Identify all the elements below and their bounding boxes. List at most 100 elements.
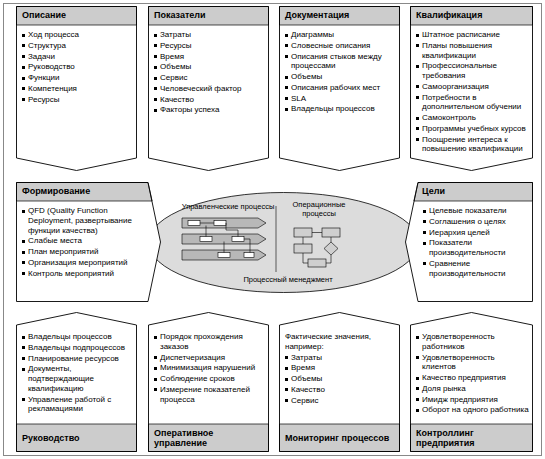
bullet-mark: [154, 336, 157, 339]
bullet-mark: [154, 378, 157, 381]
list-item: Программы учебных курсов: [413, 124, 530, 134]
list-item: Самоорганизация: [413, 82, 530, 92]
item-list: QFD (Quality Function Deployment, развер…: [19, 206, 145, 279]
box-heading: Документация: [285, 6, 349, 25]
list-item: Ресурсы: [151, 41, 266, 51]
item-list: Целевые показателиСоглашения о целяхИера…: [420, 206, 530, 279]
bullet-mark: [416, 398, 419, 401]
bullet-mark: [154, 109, 157, 112]
bullet-mark: [423, 210, 426, 213]
item-text: Минимизация нарушений: [160, 363, 255, 372]
box-fill: [280, 7, 400, 171]
list-item: Описания стыков между процессами: [282, 52, 397, 72]
bullet-mark: [416, 387, 419, 390]
item-text: Сервис: [160, 73, 187, 82]
bullet-mark: [22, 398, 25, 401]
bullet-mark: [22, 336, 25, 339]
bullet-mark: [22, 55, 25, 58]
box-heading: Показатели: [154, 6, 206, 25]
list-item: Фактические значения, например:: [282, 332, 397, 352]
box-heading: Описание: [22, 6, 66, 25]
bullet-mark: [416, 138, 419, 141]
item-list: ЗатратыРесурсыВремяОбъемыСервисЧеловечес…: [151, 30, 266, 116]
item-text: Диаграммы: [291, 30, 334, 39]
item-list: Удовлетворенность работниковУдовлетворен…: [413, 332, 530, 416]
bullet-mark: [423, 262, 426, 265]
list-item: Качество предприятия: [413, 373, 530, 383]
bullet-mark: [416, 44, 419, 47]
list-item: Словесные описания: [282, 41, 397, 51]
ellipse-label: Управленческие процессы: [178, 202, 278, 211]
box-border: [149, 7, 269, 171]
bullet-mark: [154, 388, 157, 391]
item-text: Слабые места: [28, 236, 82, 245]
heading-band: [149, 7, 269, 26]
bullet-mark: [416, 409, 419, 412]
box-heading: Руководство: [22, 424, 133, 452]
bullet-mark: [285, 34, 288, 37]
item-text: Владельцы процессов: [291, 104, 375, 113]
item-text: Функции: [28, 73, 60, 82]
list-item: Измерение показателей процесса: [151, 385, 266, 405]
item-list: Штатное расписаниеПланы повышения квалиф…: [413, 30, 530, 155]
list-item: Сравнение производительности: [420, 259, 530, 279]
heading-band: [17, 7, 137, 26]
topic-box: РуководствоВладельцы процессовВладельцы …: [16, 312, 137, 452]
item-text: Соблюдение сроков: [160, 374, 235, 383]
list-item: Объемы: [282, 72, 397, 82]
list-item: Ход процесса: [19, 30, 134, 40]
item-list: Порядок прохождения заказовДиспетчеризац…: [151, 332, 266, 405]
list-item: Руководство: [19, 62, 134, 72]
box-heading: Квалификация: [416, 6, 482, 25]
bullet-mark: [285, 108, 288, 111]
bullet-mark: [285, 86, 288, 89]
item-text: План мероприятий: [28, 247, 99, 256]
box-border: [280, 7, 400, 171]
item-text: Затраты: [291, 353, 322, 362]
bullet-mark: [416, 117, 419, 120]
box-fill: [17, 313, 137, 452]
list-item: Описания рабочих мест: [282, 83, 397, 93]
item-text: Задачи: [28, 52, 55, 61]
item-text: Иерархия целей: [429, 228, 490, 237]
item-text: Факторы успеха: [160, 105, 219, 114]
bullet-mark: [285, 356, 288, 359]
item-text: Диспетчеризация: [160, 353, 225, 362]
item-text: Самоорганизация: [422, 82, 489, 91]
item-text: Имидж предприятия: [422, 395, 498, 404]
bullet-mark: [416, 356, 419, 359]
item-text: Измерение показателей процесса: [160, 385, 250, 404]
box-fill: [411, 313, 533, 452]
bullet-mark: [416, 377, 419, 380]
bullet-mark: [416, 336, 419, 339]
item-text: Планы повышения квалификации: [422, 41, 492, 60]
item-text: Организация мероприятий: [28, 258, 128, 267]
bullet-mark: [22, 346, 25, 349]
list-item: Удовлетворенность клиентов: [413, 353, 530, 373]
list-item: Контроль мероприятий: [19, 269, 145, 279]
item-text: Штатное расписание: [422, 30, 500, 39]
list-item: Функции: [19, 73, 134, 83]
item-text: Компетенция: [28, 84, 77, 93]
list-item: Владельцы процессов: [19, 332, 134, 342]
item-text: Сервис: [291, 396, 318, 405]
item-text: Структура: [28, 41, 66, 50]
heading-band: [280, 424, 400, 452]
list-item: Качество: [282, 385, 397, 395]
item-text: Человеческий фактор: [160, 84, 241, 93]
item-text: Планирование ресурсов: [28, 354, 119, 363]
box-fill: [406, 183, 533, 302]
bullet-mark: [22, 368, 25, 371]
topic-box: ФормированиеQFD (Quality Function Deploy…: [16, 182, 161, 302]
bullet-mark: [416, 96, 419, 99]
box-heading: Оперативное управление: [154, 424, 265, 452]
item-text: Затраты: [160, 30, 191, 39]
box-border: [17, 313, 137, 452]
list-item: Управление работой с рекламациями: [19, 395, 134, 415]
item-list: Фактические значения, например:ЗатратыВр…: [282, 332, 397, 406]
list-item: Оборот на одного работника: [413, 405, 530, 415]
list-item: Компетенция: [19, 84, 134, 94]
list-item: Минимизация нарушений: [151, 363, 266, 373]
list-item: Штатное расписание: [413, 30, 530, 40]
bullet-mark: [285, 388, 288, 391]
